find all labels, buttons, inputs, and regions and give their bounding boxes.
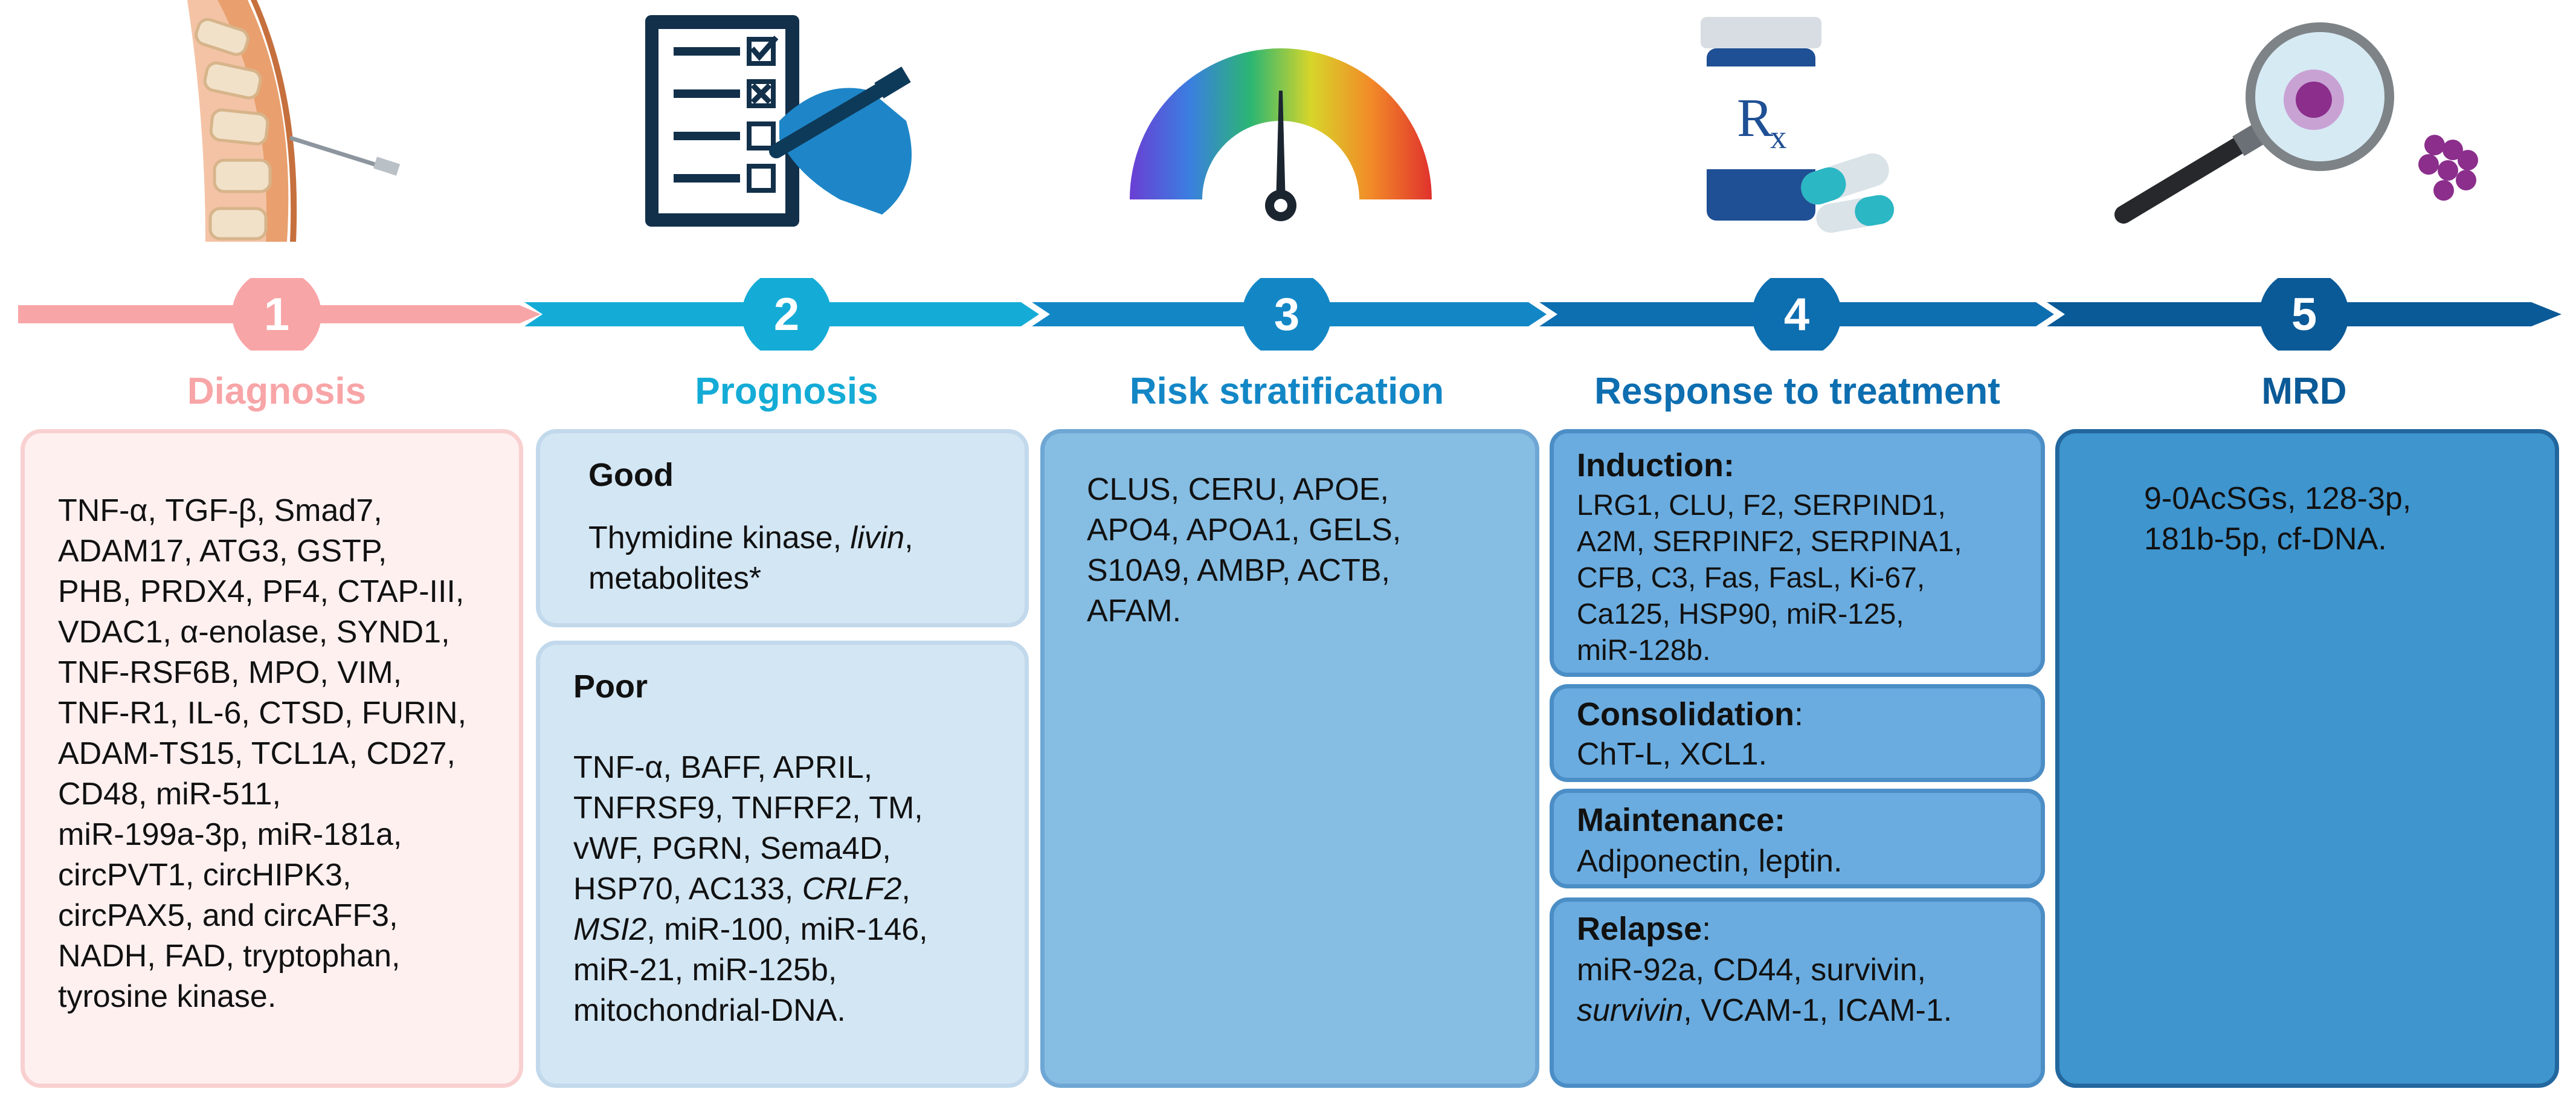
prognosis-poor-heading: Poor: [573, 668, 648, 705]
stage-2-number: 2: [774, 289, 799, 340]
stage-5-number: 5: [2291, 289, 2317, 340]
stage-5-circle: [2259, 278, 2349, 351]
mrd-panel: 9-0AcSGs, 128-3p, 181b-5p, cf-DNA.: [2055, 429, 2559, 1088]
relapse-heading: Relapse:: [1577, 911, 1711, 947]
stage-1-circle: [232, 278, 321, 351]
prognosis-good-text: Thymidine kinase, livin,metabolites*: [588, 520, 913, 596]
diagnosis-biomarkers: TNF-α, TGF-β, Smad7, ADAM17, ATG3, GSTP,…: [58, 493, 467, 1014]
stage-4-circle: [1752, 278, 1841, 351]
svg-text:x: x: [1770, 118, 1787, 155]
stage-1-number: 1: [264, 289, 289, 340]
stage-3-number: 3: [1274, 289, 1299, 340]
maintenance-heading: Maintenance:: [1577, 802, 1786, 838]
diagnosis-panel: TNF-α, TGF-β, Smad7, ADAM17, ATG3, GSTP,…: [21, 429, 523, 1088]
mrd-biomarkers: 9-0AcSGs, 128-3p, 181b-5p, cf-DNA.: [2144, 481, 2412, 557]
stage-3-title: Risk stratification: [1129, 370, 1444, 412]
stage-4-title: Response to treatment: [1594, 370, 2000, 412]
stage-1-title: Diagnosis: [187, 370, 367, 412]
risk-biomarkers: CLUS, CERU, APOE, APO4, APOA1, GELS, S10…: [1087, 472, 1402, 629]
consolidation-panel: Consolidation: ChT-L, XCL1.: [1550, 684, 2045, 782]
stage-5-title: MRD: [2261, 370, 2347, 412]
induction-text: LRG1, CLU, F2, SERPIND1, A2M, SERPINF2, …: [1577, 490, 1962, 667]
induction-panel: Induction: LRG1, CLU, F2, SERPIND1, A2M,…: [1550, 429, 2045, 677]
risk-stratification-panel: CLUS, CERU, APOE, APO4, APOA1, GELS, S10…: [1040, 429, 1539, 1088]
timeline-band: 1 2 3 4 5: [18, 278, 2562, 351]
stage-4-number: 4: [1784, 289, 1809, 340]
consolidation-heading: Consolidation:: [1577, 696, 1803, 732]
maintenance-panel: Maintenance: Adiponectin, leptin.: [1550, 789, 2045, 888]
magnifier-cell-icon: [2114, 22, 2478, 224]
prognosis-good-heading: Good: [588, 457, 674, 493]
stage-2-circle: [742, 278, 831, 351]
relapse-text: miR-92a, CD44, survivin,survivin, VCAM-1…: [1577, 952, 1953, 1028]
induction-heading: Induction:: [1577, 447, 1734, 483]
risk-gauge-icon: [1130, 48, 1432, 221]
svg-text:R: R: [1737, 88, 1773, 148]
prognosis-poor-panel: Poor TNF-α, BAFF, APRIL, TNFRSF9, TNFRF2…: [536, 641, 1029, 1088]
spine-lumbar-puncture-icon: [187, 0, 401, 242]
relapse-panel: Relapse: miR-92a, CD44, survivin,survivi…: [1550, 897, 2045, 1088]
prognosis-good-panel: Good Thymidine kinase, livin,metabolites…: [536, 429, 1029, 627]
checklist-clipboard-icon: [645, 15, 912, 227]
prescription-bottle-icon: R x: [1701, 17, 1895, 233]
stage-2-title: Prognosis: [695, 370, 878, 412]
stage-3-circle: [1242, 278, 1331, 351]
maintenance-text: Adiponectin, leptin.: [1577, 844, 1843, 879]
prognosis-poor-text: TNF-α, BAFF, APRIL, TNFRSF9, TNFRF2, TM,…: [573, 750, 928, 1028]
consolidation-text: ChT-L, XCL1.: [1577, 737, 1768, 772]
